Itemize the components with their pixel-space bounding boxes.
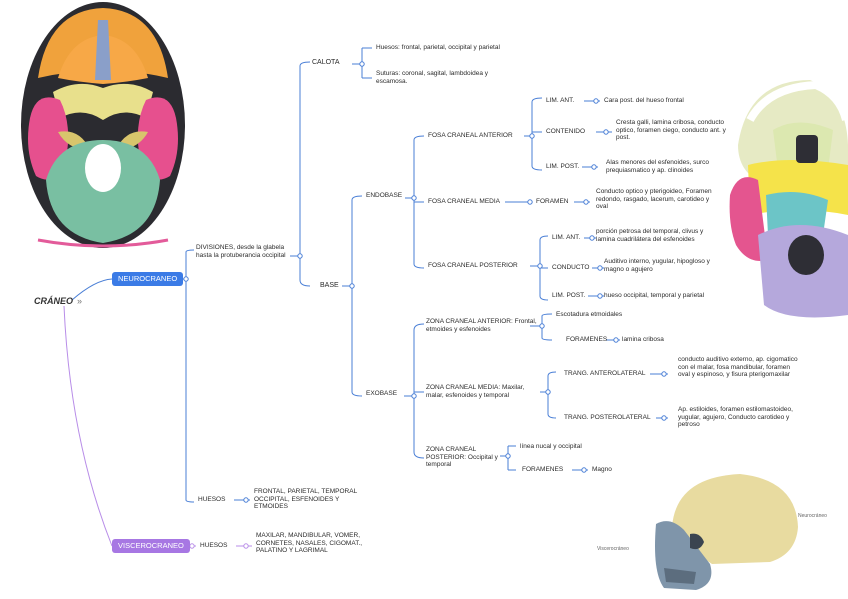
- root-marker: »: [77, 296, 83, 306]
- neurocraneo-node[interactable]: NEUROCRANEO: [112, 272, 184, 286]
- base-node[interactable]: BASE: [320, 282, 339, 289]
- label-neurocraneo: Neurocráneo: [798, 513, 827, 519]
- fosa-posterior-lim-post-text[interactable]: hueso occipital, temporal y parietal: [604, 292, 705, 299]
- visc-huesos-text[interactable]: MAXILAR, MANDIBULAR, VOMER, CORNETES, NA…: [256, 532, 363, 554]
- fosa-posterior-lim-ant-text[interactable]: porción petrosa del temporal, clivus y l…: [596, 228, 704, 243]
- root-label: CRÁNEO: [34, 296, 74, 306]
- skull-lateral-image: [655, 474, 798, 590]
- calota-node[interactable]: CALOTA: [312, 59, 340, 66]
- skull-base-exterior-image: [729, 80, 848, 318]
- foramen-magnum-ext: [788, 235, 824, 275]
- fosa-anterior-lim-post[interactable]: LIM. POST.: [546, 163, 580, 170]
- zona-anterior-foramenes-text[interactable]: lamina cribosa: [622, 336, 664, 343]
- neuro-huesos-node[interactable]: HUESOS: [198, 496, 226, 503]
- zona-posterior-a[interactable]: línea nucal y occipital: [520, 443, 582, 450]
- root-node-craneo[interactable]: CRÁNEO»: [34, 296, 82, 306]
- teeth-row: [746, 80, 848, 123]
- zona-posterior-foramenes[interactable]: FORAMENES: [522, 466, 564, 473]
- fosa-anterior-lim-ant[interactable]: LIM. ANT.: [546, 97, 575, 104]
- fosa-media-foramen-text[interactable]: Conducto optico y pterigoideo, Foramen r…: [596, 188, 712, 210]
- label-viscerocraneo: Viscerocráneo: [597, 546, 629, 552]
- neuro-huesos-text[interactable]: FRONTAL, PARIETAL, TEMPORAL OCCIPITAL, E…: [254, 488, 357, 510]
- fosa-anterior-lim-post-text[interactable]: Alas menores del esfenoides, surco prequ…: [606, 159, 709, 174]
- fosa-anterior-contenido-text[interactable]: Cresta galli, lamina cribosa, conducto o…: [616, 119, 726, 141]
- fosa-anterior-contenido[interactable]: CONTENIDO: [546, 128, 585, 135]
- zona-anterior-a[interactable]: Escotadura etmoidales: [556, 311, 623, 318]
- zona-posterior-foramenes-text[interactable]: Magno: [592, 466, 612, 473]
- visc-huesos-node[interactable]: HUESOS: [200, 542, 228, 549]
- foramen-magnum: [85, 144, 121, 192]
- temporal-pink: [729, 177, 768, 261]
- zona-anterior-node[interactable]: ZONA CRANEAL ANTERIOR: Frontal, etmoides…: [426, 318, 537, 333]
- crista-galli: [95, 20, 111, 80]
- calota-huesos[interactable]: Huesos: frontal, parietal, occipital y p…: [376, 44, 500, 51]
- endobase-node[interactable]: ENDOBASE: [366, 192, 403, 199]
- zona-anterior-foramenes[interactable]: FORAMENES: [566, 336, 608, 343]
- exobase-node[interactable]: EXOBASE: [366, 390, 398, 397]
- temporal-teal: [766, 191, 828, 235]
- sphenoid-region: [53, 83, 153, 120]
- divisiones-node[interactable]: DIVISIONES, desde la glabela hasta la pr…: [196, 244, 286, 259]
- fosa-posterior-lim-ant[interactable]: LIM. ANT.: [552, 234, 581, 241]
- fosa-posterior-conducto-text[interactable]: Auditivo interno, yugular, hipogloso y m…: [604, 258, 710, 273]
- fosa-anterior-node[interactable]: FOSA CRANEAL ANTERIOR: [428, 132, 513, 139]
- calota-suturas[interactable]: Suturas: coronal, sagital, lambdoidea y …: [376, 70, 489, 85]
- zona-media-posterolateral-text[interactable]: Ap. estiloides, foramen estilomastoideo,…: [678, 406, 793, 428]
- zona-media-anterolateral[interactable]: TRANG. ANTEROLATERAL: [564, 370, 646, 377]
- zona-media-posterolateral[interactable]: TRANG. POSTEROLATERAL: [564, 414, 651, 421]
- fosa-anterior-lim-ant-text[interactable]: Cara post. del hueso frontal: [604, 97, 684, 104]
- skull-base-interior-image: [21, 2, 185, 248]
- zona-media-anterolateral-text[interactable]: conducto auditivo externo, ap. cigomatic…: [678, 356, 798, 378]
- fosa-media-foramen[interactable]: FORAMEN: [536, 198, 569, 205]
- zona-posterior-node[interactable]: ZONA CRANEAL POSTERIOR: Occipital y temp…: [426, 446, 498, 468]
- viscerocraneo-node[interactable]: VISCEROCRANEO: [112, 539, 190, 553]
- fosa-media-node[interactable]: FOSA CRANEAL MEDIA: [428, 198, 500, 205]
- fosa-posterior-node[interactable]: FOSA CRANEAL POSTERIOR: [428, 262, 518, 269]
- fosa-posterior-conducto[interactable]: CONDUCTO: [552, 264, 590, 271]
- zona-media-node[interactable]: ZONA CRANEAL MEDIA: Maxilar, malar, esfe…: [426, 384, 525, 399]
- fosa-posterior-lim-post[interactable]: LIM. POST.: [552, 292, 586, 299]
